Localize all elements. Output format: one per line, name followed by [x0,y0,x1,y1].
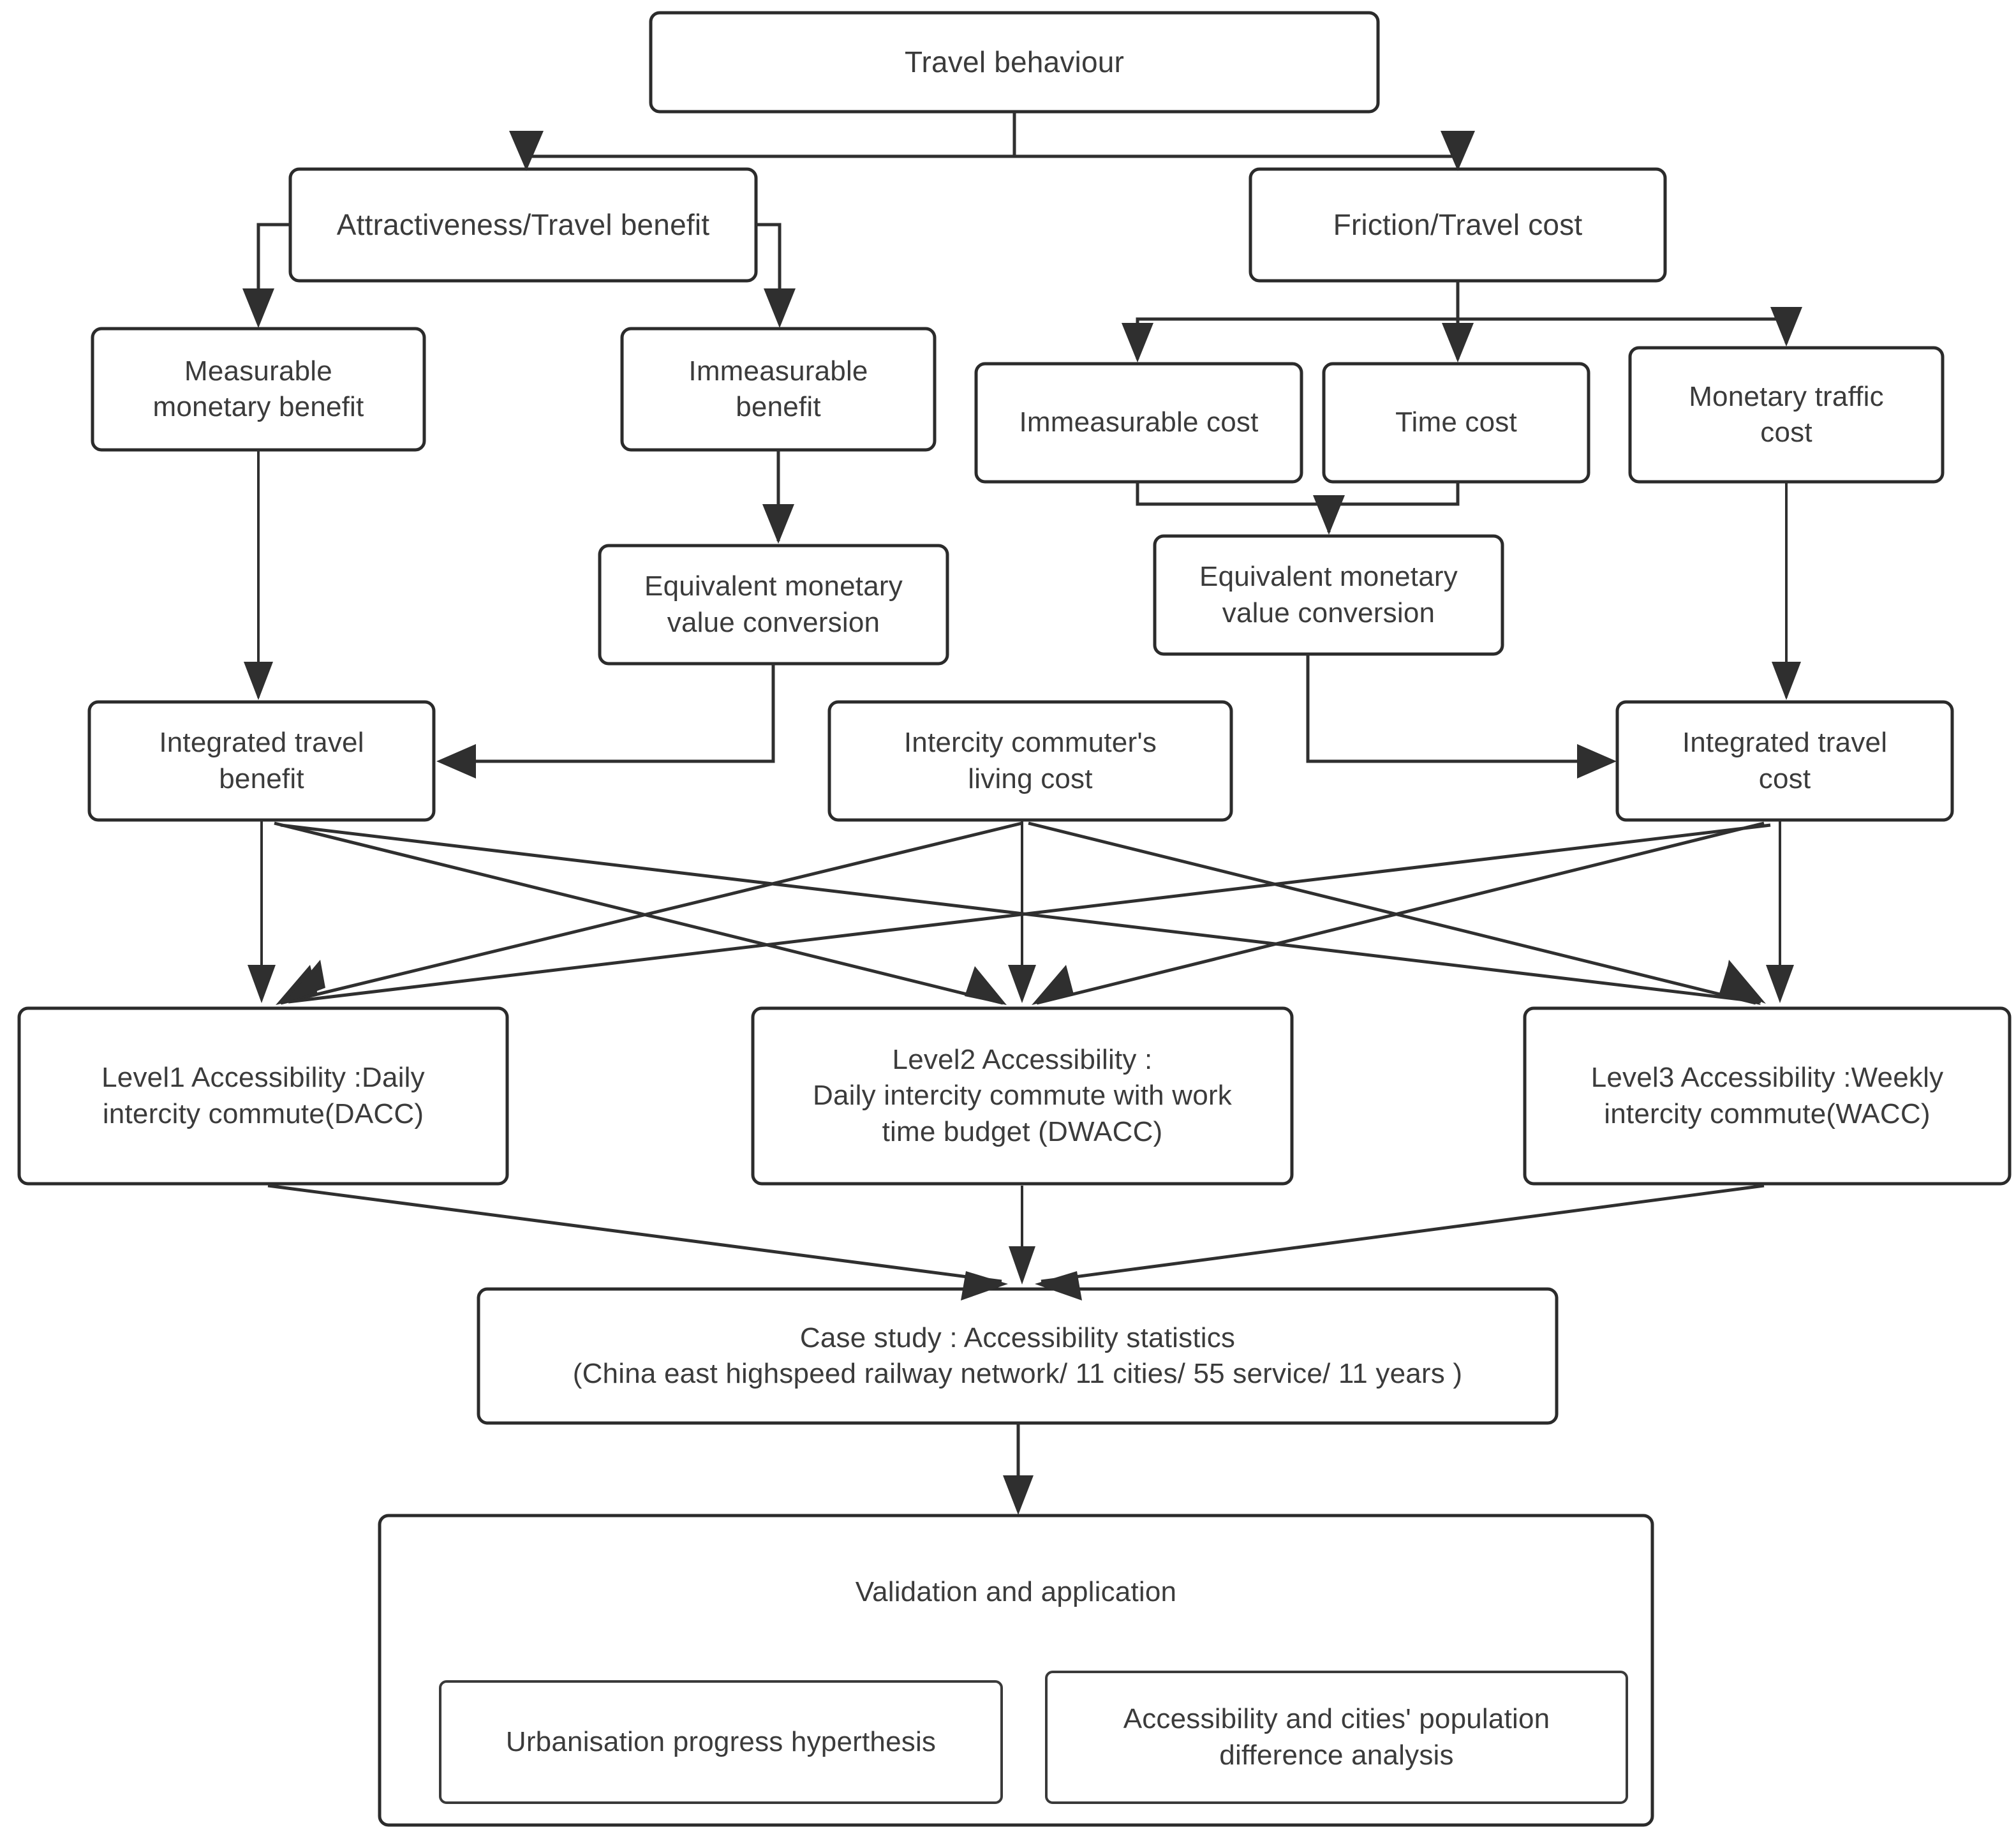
edge-conversion-right-to-integrated-cost [1306,654,1617,779]
edge-immeasurable-benefit-conversion [762,450,794,544]
node-monetary-traffic-cost[interactable] [1628,346,1945,484]
edge-measurable-to-integrated-benefit [244,450,273,700]
edge-conversion-left-to-integrated-benefit [436,664,775,779]
node-equivalent-conversion-right[interactable] [1153,534,1504,656]
edge-cost-to-level2 [1032,821,1765,1005]
node-time-cost[interactable] [1322,362,1590,484]
edge-cost-to-level1 [283,823,1771,1004]
edge-monetary-traffic-to-integrated-cost [1772,482,1801,700]
edge-cost-to-level3 [1766,820,1794,1003]
edge-travel-behaviour-split [509,112,1475,171]
node-attractiveness[interactable] [288,167,758,283]
edge-level1-to-case-study [267,1184,1008,1301]
node-case-study[interactable] [477,1287,1559,1425]
edge-living-to-level2 [1008,820,1036,1003]
node-level2[interactable] [751,1006,1294,1186]
node-friction[interactable] [1249,167,1667,283]
edge-benefit-to-level2 [274,821,1007,1005]
node-equivalent-conversion-left[interactable] [598,544,949,666]
node-travel-behaviour[interactable] [649,11,1380,114]
node-measurable-monetary-benefit[interactable] [91,327,426,452]
edge-case-study-to-validation [1003,1423,1034,1515]
edge-level3-to-case-study [1035,1184,1765,1301]
node-urbanisation[interactable] [439,1680,1003,1804]
edge-friction-split [1122,281,1802,362]
edge-living-to-level3 [1028,821,1761,1005]
edge-attractiveness-immeasurable [756,223,796,328]
node-level3[interactable] [1523,1006,2012,1186]
node-intercity-living-cost[interactable] [827,700,1233,822]
node-population-analysis[interactable] [1045,1671,1628,1804]
edge-level2-to-case-study [1009,1186,1035,1285]
node-integrated-travel-cost[interactable] [1615,700,1954,822]
edge-living-to-level1 [276,821,1023,1005]
node-integrated-travel-benefit[interactable] [87,700,436,822]
node-immeasurable-cost[interactable] [974,362,1303,484]
edge-benefit-to-level1 [248,820,276,1003]
node-level1[interactable] [17,1006,509,1186]
node-immeasurable-benefit[interactable] [620,327,937,452]
edge-attractiveness-measurable [242,223,290,328]
edge-costs-to-conversion-right [1136,482,1460,535]
